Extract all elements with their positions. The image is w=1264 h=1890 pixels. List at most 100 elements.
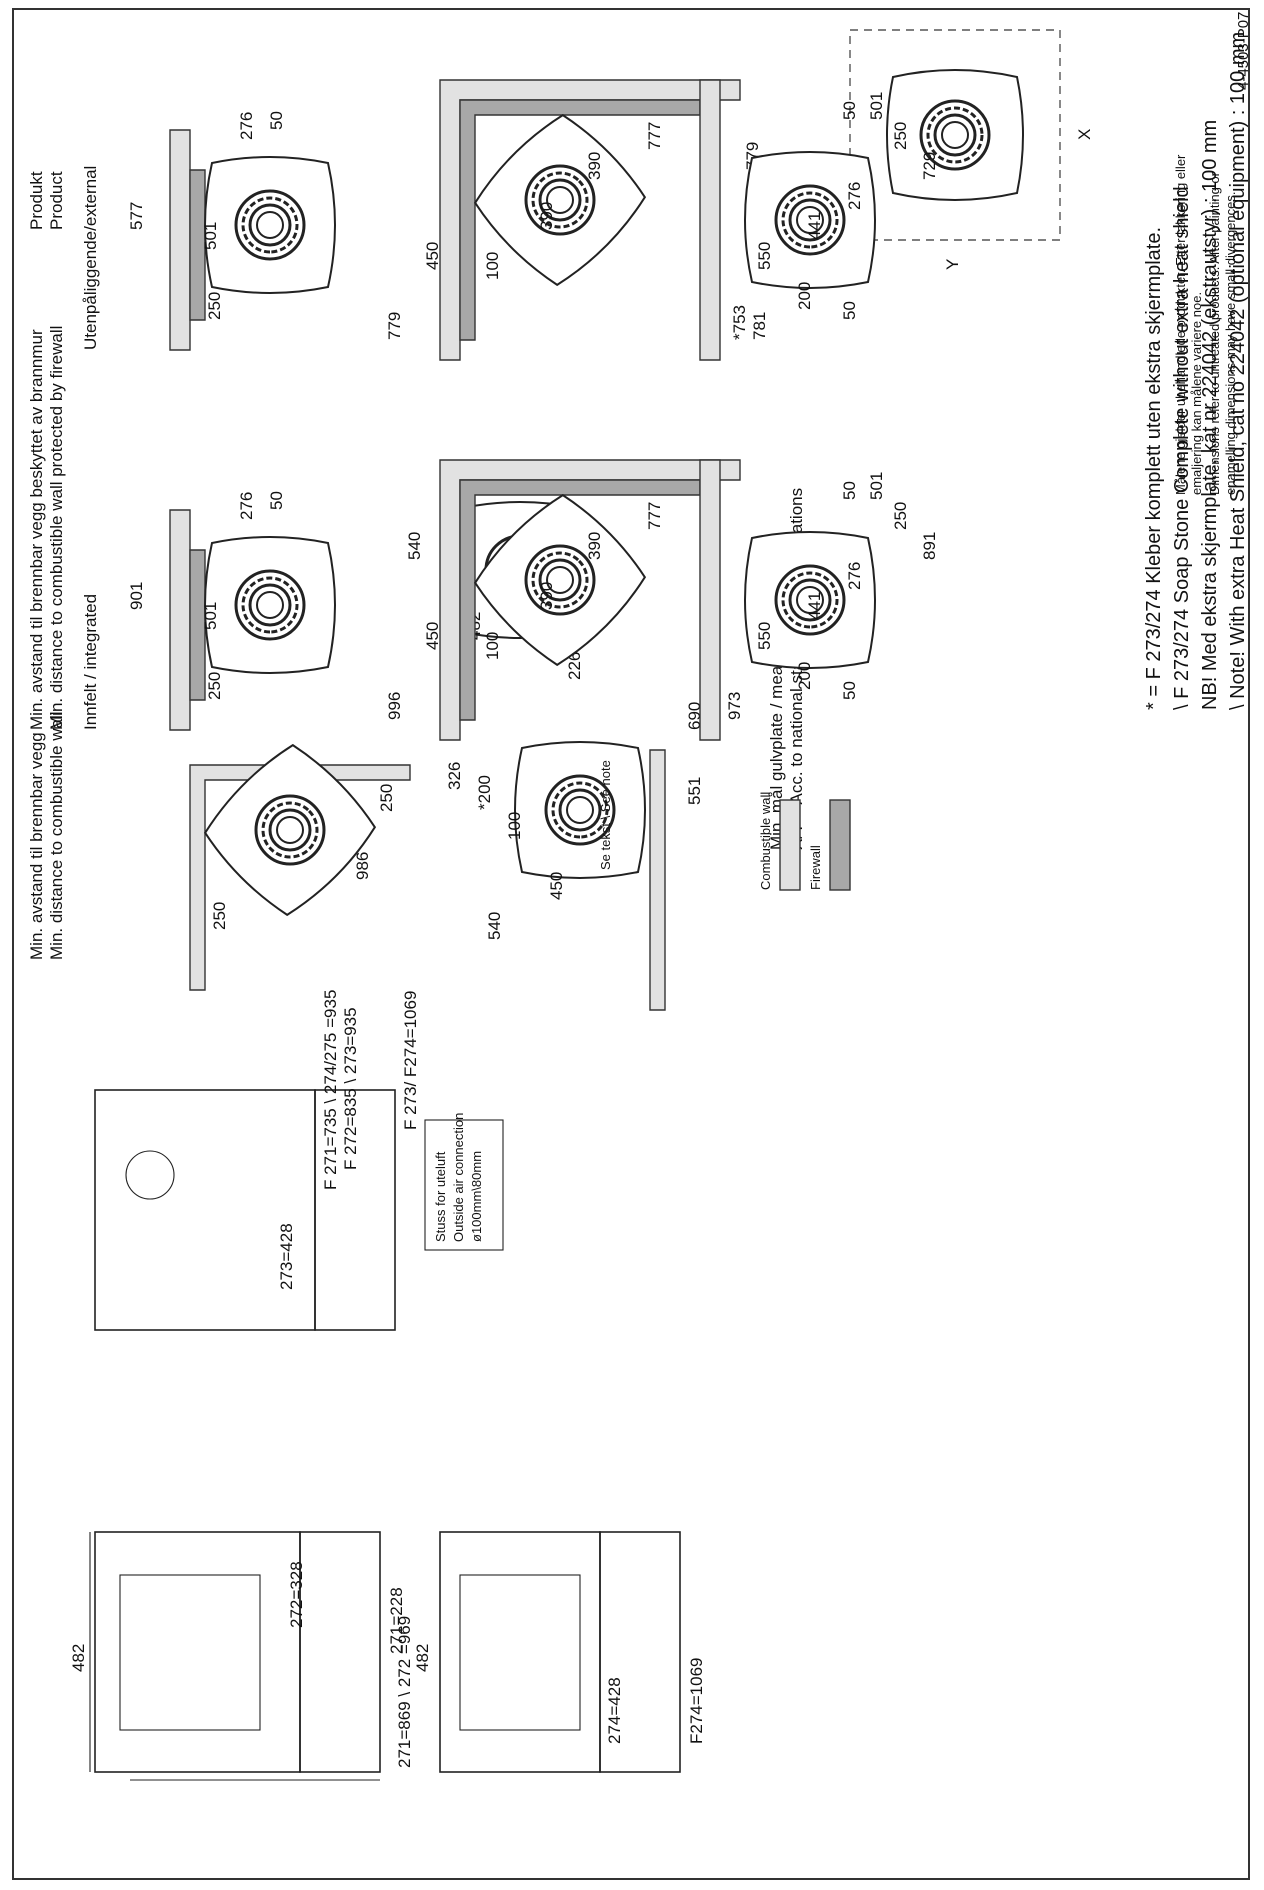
int-side-891: 891 — [920, 532, 939, 560]
ext-side-501: 501 — [867, 92, 886, 120]
comb-corner-540b: 540 — [405, 532, 424, 560]
front1-height-label: 271=869 \ 272 =969 — [395, 1616, 414, 1768]
front1-base-a-label: 271=228 — [387, 1587, 406, 1654]
ext-corner-390b: 390 — [585, 152, 604, 180]
front2-width-label: 482 — [413, 1644, 432, 1672]
ext-side-250: 250 — [891, 122, 910, 150]
legend-firewall-swatch — [829, 799, 851, 891]
comb-wall-title-line1: Min. avstand til brennbar vegg — [27, 732, 46, 960]
drawing-id: 4-4503-P07 — [1235, 12, 1252, 90]
note-1: * = F 273/274 Kleber komplett uten ekstr… — [1143, 227, 1165, 710]
comb-corner-540a: 540 — [485, 912, 504, 940]
legend-combustible-swatch — [779, 799, 801, 891]
comb-corner-250b: 250 — [377, 784, 396, 812]
int-flat-50: 50 — [267, 491, 286, 510]
front1-width-label: 482 — [69, 1644, 88, 1672]
firewall-title-line2: Min. distance to combustible wall protec… — [47, 326, 66, 730]
stove-body-outline — [94, 1531, 301, 1773]
external-flat-wall — [169, 129, 191, 351]
int-side-276: 276 — [845, 562, 864, 590]
external-side-wall — [699, 79, 721, 361]
int-side-50b: 50 — [840, 481, 859, 500]
side-base — [314, 1089, 396, 1331]
comb-flat-326: 326 — [445, 762, 464, 790]
integrated-corner-wall — [439, 459, 741, 741]
product-front-view-1: 482 271=869 \ 272 =969 271=228 272=328 — [69, 1531, 414, 1781]
int-flat-501: 501 — [201, 602, 220, 630]
product-label: Produkt Product — [27, 167, 66, 230]
ext-flat-250: 250 — [205, 292, 224, 320]
integrated-flat-wall — [169, 509, 191, 731]
front1-base-b-label: 272=328 — [287, 1561, 306, 1628]
ext-side-200: 200 — [795, 282, 814, 310]
firewall-title-line1: Min. avstand til brennbar vegg beskyttet… — [27, 329, 46, 730]
outside-air-line3: ø100mm\80mm — [469, 1151, 484, 1242]
notes-block: * = F 273/274 Kleber komplett uten ekstr… — [1143, 32, 1249, 710]
int-corner-390a: 390 — [537, 582, 556, 610]
combustible-wall — [189, 764, 411, 991]
drawing-frame — [12, 8, 1250, 1880]
stove-door-window-2 — [459, 1574, 581, 1731]
floorplate-outline — [849, 29, 1061, 241]
ext-flat-577: 577 — [127, 202, 146, 230]
ext-side-550: 550 — [755, 242, 774, 270]
ext-corner-390a: 390 — [537, 202, 556, 230]
front2-height-label: F274=1069 — [687, 1658, 706, 1745]
ext-corner-779a: 779 — [385, 312, 404, 340]
product-side-view: 273=428 F 272=835 \ 273=935 F 271=735 \ … — [94, 990, 504, 1331]
integrated-corner-diagram: 450 100 390 390 777 996 — [385, 459, 741, 741]
front2-base-label: 274=428 — [605, 1677, 624, 1744]
int-corner-450: 450 — [423, 622, 442, 650]
ext-side-729: 729 — [920, 152, 939, 180]
note-3: NB! Med ekstra skjermplate, kat nr 22404… — [1199, 120, 1221, 710]
ext-flat-50: 50 — [267, 111, 286, 130]
side-h1-label: F 272=835 \ 273=935 — [341, 1007, 360, 1170]
int-side-50a: 50 — [840, 681, 859, 700]
ext-corner-777: 777 — [645, 122, 664, 150]
see-note-label: Se tekst \ See note — [598, 760, 613, 870]
int-flat-250: 250 — [205, 672, 224, 700]
side-h2-label: F 271=735 \ 274/275 =935 — [321, 990, 340, 1190]
stove-base — [299, 1531, 381, 1773]
integrated-title: Innfelt / integrated — [81, 594, 100, 730]
int-corner-996: 996 — [385, 692, 404, 720]
comb-flat-100: 100 — [505, 812, 524, 840]
product-front-view-2: 482 F274=1069 274=428 — [413, 1531, 706, 1773]
outside-air-line2: Outside air connection — [451, 1113, 466, 1242]
external-title: Utenpåliggende/external — [81, 166, 100, 350]
int-side-441: 441 — [805, 592, 824, 620]
floorplate-x-label: X — [1075, 129, 1094, 140]
ext-side-753: *753 — [730, 305, 749, 340]
int-corner-777: 777 — [645, 502, 664, 530]
combustible-wall-flat — [649, 749, 666, 1011]
int-corner-390b: 390 — [585, 532, 604, 560]
comb-flat-450: 450 — [547, 872, 566, 900]
int-side-501: 501 — [867, 472, 886, 500]
ext-side-50a: 50 — [840, 301, 859, 320]
comb-flat-551: 551 — [685, 777, 704, 805]
comb-flat-690: 690 — [685, 702, 704, 730]
comb-wall-corner-diagram: 250 250 986 540 540 — [189, 532, 504, 991]
legend-combustible-label: Combustible wall — [758, 792, 773, 890]
comb-corner-250a: 250 — [210, 902, 229, 930]
ext-corner-100: 100 — [483, 252, 502, 280]
ext-side-276: 276 — [845, 182, 864, 210]
note-2: \ F 273/274 Soap Stone Complete without … — [1171, 186, 1193, 710]
ext-flat-276: 276 — [237, 112, 256, 140]
integrated-flat-firewall — [189, 549, 206, 701]
comb-wall-title-line2: Min. distance to combustible wall — [47, 711, 66, 960]
stove-door-window — [119, 1574, 261, 1731]
ext-side-781: 781 — [750, 312, 769, 340]
int-flat-901: 901 — [127, 582, 146, 610]
ext-flat-501: 501 — [201, 222, 220, 250]
int-corner-100: 100 — [483, 632, 502, 660]
external-corner-wall — [439, 79, 741, 361]
external-flat-diagram: 577 250 501 276 50 — [127, 111, 337, 351]
int-side-550: 550 — [755, 622, 774, 650]
external-side-diagram: 550 200 441 276 50 50 501 250 729 *753 7… — [699, 79, 939, 361]
disclaimer-line2: emaljering kan målene variere noe. — [1189, 292, 1204, 495]
ext-side-441: 441 — [805, 212, 824, 240]
disclaimer-line1: Målene gjelder ubehandlede produkter. Et… — [1173, 154, 1188, 495]
legend-firewall-label: Firewall — [808, 845, 823, 890]
